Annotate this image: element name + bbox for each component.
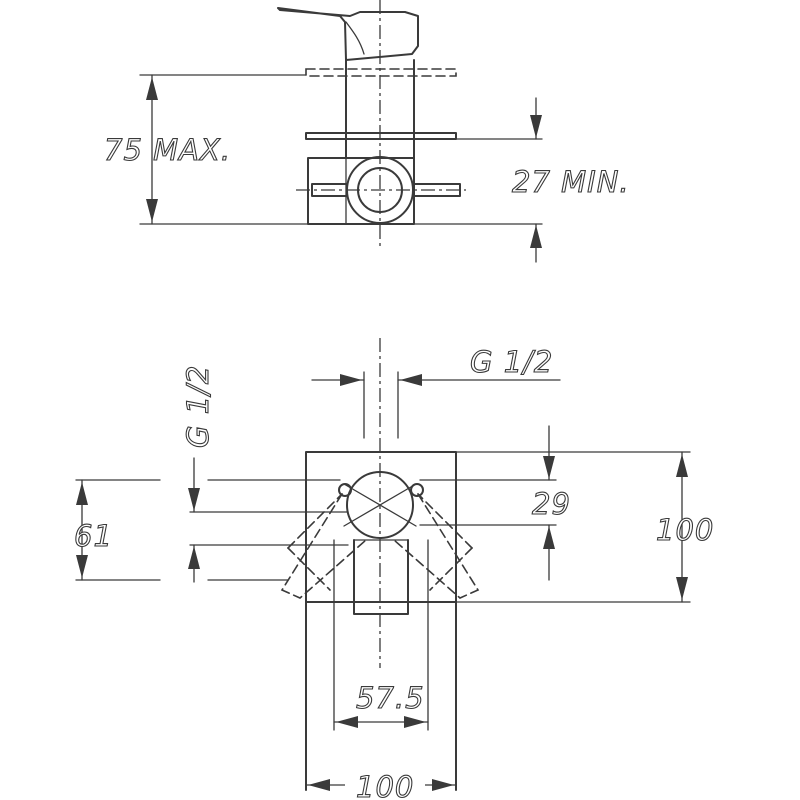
front-view: G 1/2 61 G 1/2 29 100 [73, 338, 714, 800]
label-29: 29 [532, 487, 571, 521]
dim-g12-side-arrow-bottom [188, 546, 200, 569]
label-g12-side: G 1/2 [181, 365, 215, 448]
label-100-width: 100 [356, 770, 414, 800]
lever-ghost-right [393, 493, 480, 599]
front-housing [305, 451, 457, 603]
label-61: 61 [74, 519, 113, 553]
lever-ghost-left [280, 493, 367, 599]
side-view: 75 MAX. 27 MIN. [103, 0, 630, 263]
dim-g12-top-arrow-left [340, 374, 362, 386]
inlet-stub-left [311, 183, 348, 197]
label-27-min: 27 MIN. [512, 165, 630, 199]
dim-100-width-label-bg [345, 770, 425, 796]
dim-100-height-arrow-bottom [676, 577, 688, 600]
dim-27-arrow-top [530, 115, 542, 138]
lever-contour [345, 21, 365, 55]
label-75-max: 75 MAX. [104, 133, 231, 167]
cover-plate-max [305, 68, 457, 77]
dim-57-arrow-right [404, 716, 426, 728]
dim-100-width-arrow-right [432, 779, 454, 791]
handle-cap-cross-b [343, 483, 417, 527]
dim-75-arrow-bottom [146, 199, 158, 222]
valve-housing [307, 157, 415, 225]
dim-75-arrow-top [146, 77, 158, 100]
label-g12-top: G 1/2 [470, 345, 553, 379]
handle-cap [346, 471, 414, 539]
dim-g12-side-arrow-top [188, 488, 200, 511]
screw-right [410, 483, 424, 497]
inlet-stub-right [412, 183, 461, 197]
lever-ghost-tips [287, 547, 473, 591]
dim-61-arrow-top [76, 482, 88, 505]
dim-100-height-arrow-top [676, 454, 688, 477]
dim-27-arrow-bottom [530, 225, 542, 248]
label-100-height: 100 [656, 513, 714, 547]
dim-57-arrow-left [336, 716, 358, 728]
lever-stem [353, 539, 409, 615]
label-57-5: 57.5 [356, 681, 425, 715]
lever-handle [277, 7, 419, 61]
dim-29-arrow-top [543, 456, 555, 479]
lever-ghost [280, 493, 480, 599]
lever-ghost-edges [287, 493, 473, 549]
dim-29-arrow-bottom [543, 526, 555, 549]
cover-plate-min [305, 132, 457, 140]
dim-61-arrow-bottom [76, 555, 88, 578]
screw-left [338, 483, 352, 497]
dim-100-width-arrow-left [308, 779, 330, 791]
cartridge-body [345, 59, 415, 159]
dim-g12-top-arrow-right [400, 374, 422, 386]
